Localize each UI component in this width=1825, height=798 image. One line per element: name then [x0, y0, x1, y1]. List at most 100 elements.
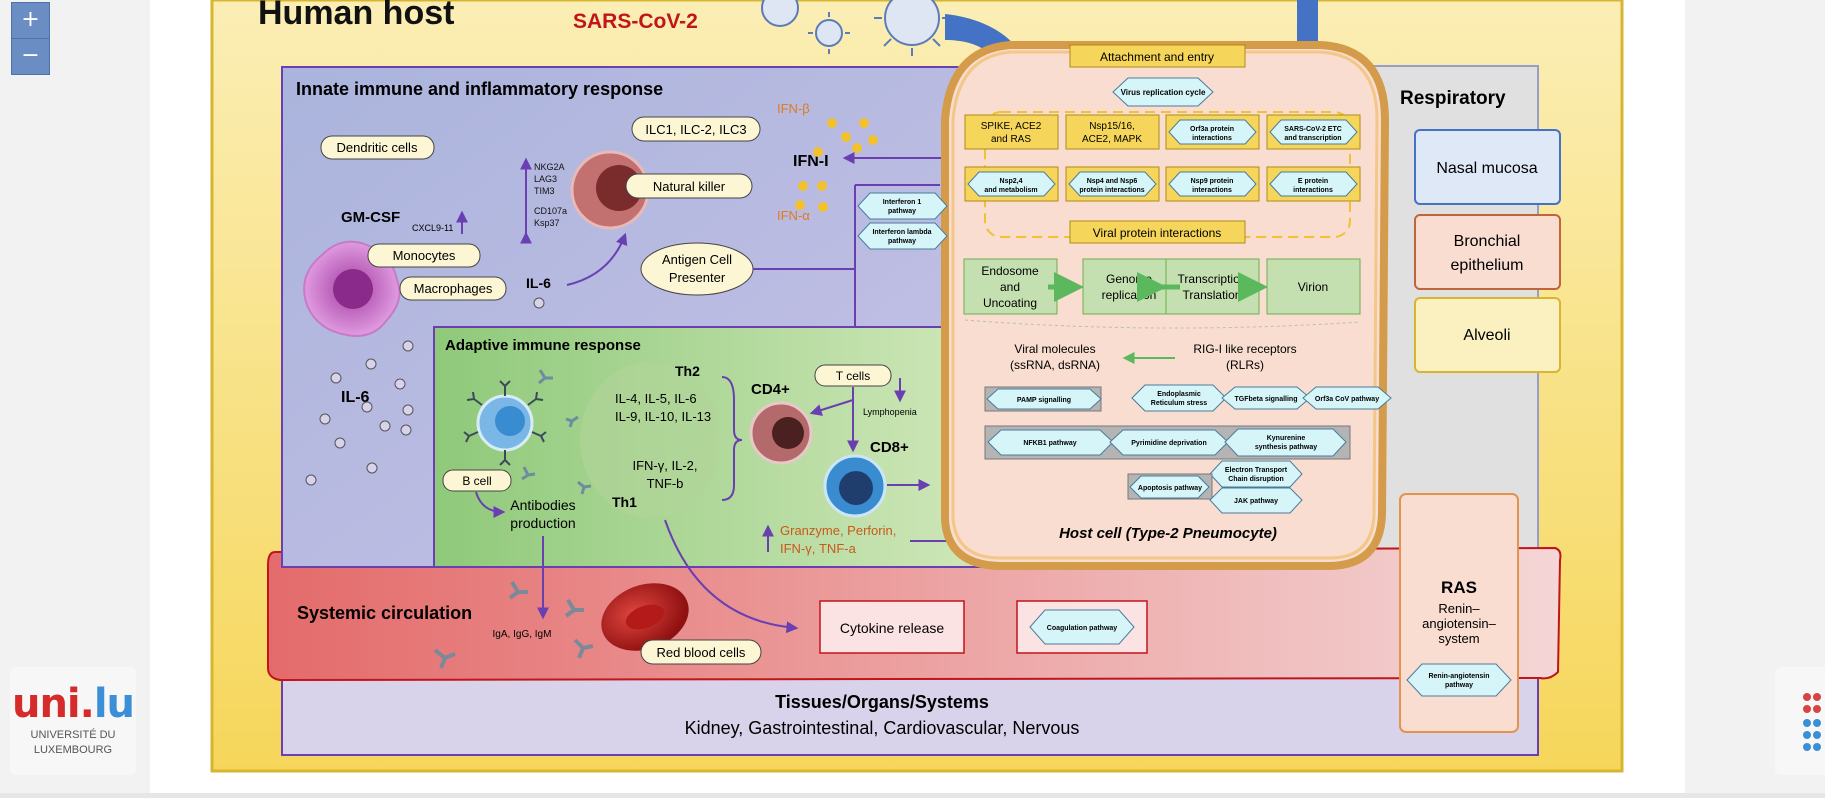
gm-csf-label: GM-CSF: [341, 209, 400, 226]
th2-cytokines-1: IL-4, IL-5, IL-6: [615, 391, 697, 406]
diagram-title: Human host: [258, 0, 454, 32]
diagram-canvas: Human host SARS-CoV-2 Tissues/Organs/Sys…: [150, 0, 1685, 793]
nasal-mucosa-label: Nasal mucosa: [1436, 160, 1537, 177]
ras-line2: angiotensin–: [1422, 616, 1496, 631]
cd4-label: CD4+: [751, 381, 790, 398]
ras-line3: system: [1438, 631, 1479, 646]
svg-text:interactions: interactions: [1192, 187, 1232, 194]
svg-text:and RAS: and RAS: [991, 134, 1031, 145]
step-endosome: Endosome and Uncoating: [963, 258, 1058, 315]
th2-label: Th2: [675, 363, 700, 379]
tissues-title: Tissues/Organs/Systems: [775, 692, 989, 712]
virus-cycle-label: Virus replication cycle: [1121, 88, 1206, 97]
dots-icon[interactable]: [1775, 667, 1825, 775]
th1-cytokines-2: TNF-b: [647, 476, 684, 491]
granzyme-label-2: IFN-γ, TNF-a: [780, 541, 857, 556]
svg-text:and transcription: and transcription: [1284, 135, 1341, 142]
dendritic-cells-pill: [320, 135, 435, 160]
cytokine-release-label: Cytokine release: [840, 620, 944, 636]
th-bracket: [721, 376, 743, 501]
host-cell-inner-ring: [951, 50, 1379, 560]
svg-text:Chain disruption: Chain disruption: [1228, 476, 1284, 483]
svg-text:protein interactions: protein interactions: [1079, 187, 1144, 194]
pathway-pamp: PAMP signalling: [986, 388, 1102, 410]
svg-text:TGFbeta signalling: TGFbeta signalling: [1234, 396, 1297, 403]
svg-text:Genome: Genome: [1106, 272, 1152, 286]
pathway-tgfbeta: TGFbeta signalling: [1221, 386, 1311, 410]
bronchial-label-2: epithelium: [1451, 257, 1524, 274]
il6-big-label: IL-6: [341, 389, 370, 406]
red-blood-cells-pill: [640, 639, 762, 665]
tissues-panel: [281, 674, 1539, 756]
ras-pathway-hexagon: [1406, 663, 1512, 697]
coagulation-label: Coagulation pathway: [1047, 625, 1118, 632]
lymphopenia-label: Lymphopenia: [863, 407, 917, 417]
interferon1-label-2: pathway: [888, 208, 916, 215]
pathway-pyrimidine: Pyrimidine deprivation: [1109, 429, 1229, 456]
svg-text:ACE2, MAPK: ACE2, MAPK: [1082, 134, 1142, 145]
free-antibodies: [521, 369, 592, 495]
nk-markers: NKG2A LAG3 TIM3 CD107a Ksp37: [534, 162, 567, 228]
ras-title: RAS: [1441, 578, 1477, 597]
svg-text:JAK pathway: JAK pathway: [1234, 498, 1278, 505]
right-panel: [1685, 0, 1825, 793]
monocytes-pill: [367, 243, 481, 268]
apc-pill: [640, 242, 754, 296]
svg-text:Apoptosis pathway: Apoptosis pathway: [1138, 485, 1202, 492]
svg-text:NFKB1 pathway: NFKB1 pathway: [1023, 440, 1076, 447]
row2-box-2: Nsp4 and Nsp6 protein interactions: [1065, 166, 1160, 202]
antibody-icon: [433, 580, 594, 669]
svg-text:synthesis pathway: synthesis pathway: [1255, 444, 1317, 451]
bronchial-box: [1414, 214, 1561, 290]
cd4-nucleus: [772, 417, 804, 449]
svg-text:Reticulum stress: Reticulum stress: [1151, 400, 1208, 407]
row1-box-1: SPIKE, ACE2 and RAS: [964, 114, 1059, 150]
th1-to-cytokine-arrow: [664, 519, 799, 634]
svg-text:SARS-CoV-2 ETC: SARS-CoV-2 ETC: [1284, 126, 1342, 133]
svg-text:and: and: [1000, 280, 1020, 294]
svg-text:Virion: Virion: [1298, 280, 1328, 294]
svg-text:replication: replication: [1102, 288, 1157, 302]
coagulation-hexagon: [1029, 609, 1135, 645]
pathway-apoptosis: Apoptosis pathway: [1129, 475, 1210, 499]
row1-box-2: Nsp15/16, ACE2, MAPK: [1065, 114, 1160, 150]
ifn-alpha-label: IFN-α: [777, 208, 810, 223]
row1-box-4: SARS-CoV-2 ETC and transcription: [1266, 114, 1361, 150]
tissues-list: Kidney, Gastrointestinal, Cardiovascular…: [685, 718, 1080, 738]
zoom-in-button[interactable]: +: [11, 2, 50, 39]
interferon-lambda-hexagon: [857, 222, 948, 250]
zoom-out-button[interactable]: −: [11, 38, 50, 75]
virus-label: SARS-CoV-2: [573, 10, 698, 33]
bronchial-label-1: Bronchial: [1454, 233, 1521, 250]
viral-molecules-2: (ssRNA, dsRNA): [1010, 358, 1100, 372]
apc-label-2: Presenter: [669, 270, 726, 285]
svg-text:Pyrimidine deprivation: Pyrimidine deprivation: [1131, 440, 1206, 447]
svg-text:Orf3a protein: Orf3a protein: [1190, 126, 1234, 133]
granzyme-label-1: Granzyme, Perforin,: [780, 523, 896, 538]
viral-protein-box: [1069, 220, 1246, 244]
pathway-orf3a: Orf3a CoV pathway: [1302, 386, 1392, 410]
interferon1-hexagon: [857, 192, 948, 220]
th1-cytokines-1: IFN-γ, IL-2,: [632, 458, 697, 473]
rbc-center: [625, 604, 665, 630]
logo-mark: uni.lu: [11, 681, 135, 727]
logo-text-line2: LUXEMBOURG: [33, 744, 113, 756]
pathway-er-stress: Endoplasmic Reticulum stress: [1131, 384, 1227, 412]
respiratory-title: Respiratory: [1400, 88, 1506, 109]
logo-text-line1: UNIVERSITÉ DU: [30, 729, 116, 741]
virus-icon: [761, 0, 950, 56]
pathway-nfkb1: NFKB1 pathway: [987, 429, 1114, 456]
svg-text:Nsp4 and Nsp6: Nsp4 and Nsp6: [1087, 178, 1138, 185]
university-logo[interactable]: uni.lu UNIVERSITÉ DU LUXEMBOURG: [10, 667, 136, 775]
macrophage-nucleus: [333, 269, 373, 309]
attachment-box: [1069, 44, 1246, 68]
svg-text:Nsp9 protein: Nsp9 protein: [1191, 178, 1234, 185]
b-cell-pill: [442, 469, 512, 492]
th2-cytokines-2: IL-9, IL-10, IL-13: [615, 409, 711, 424]
host-cell-caption: Host cell (Type-2 Pneumocyte): [1059, 525, 1277, 542]
th-cluster-shade: [580, 362, 720, 518]
pathway-etc: Electron Transport Chain disruption: [1209, 460, 1303, 488]
svg-text:Kynurenine: Kynurenine: [1267, 435, 1306, 442]
il6-particle: [533, 297, 545, 309]
svg-text:Uncoating: Uncoating: [983, 296, 1037, 310]
